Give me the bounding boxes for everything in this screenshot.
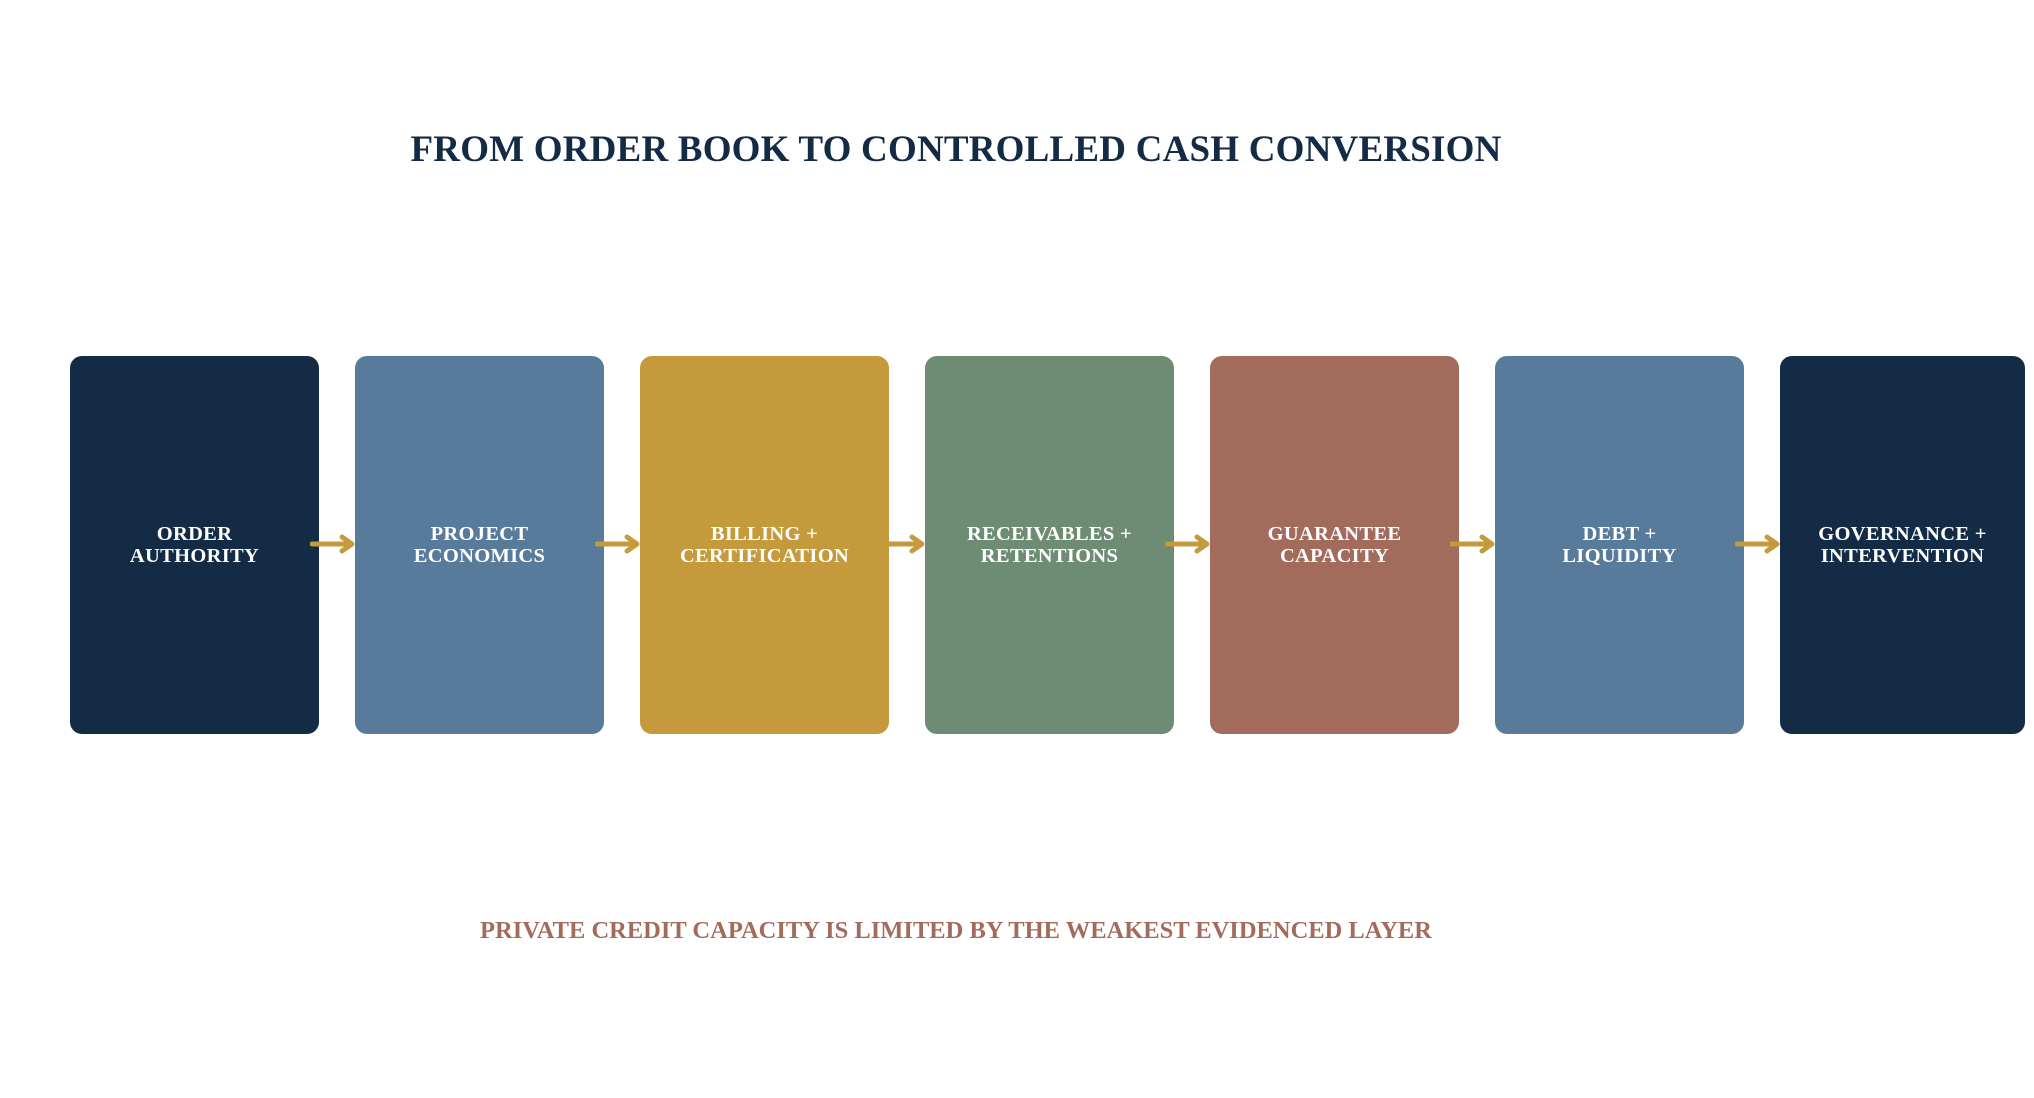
arrow-right-icon — [1735, 534, 1780, 554]
stage-card-receivables-retentions: RECEIVABLES + RETENTIONS — [925, 356, 1174, 734]
stage-card-order-authority: ORDER AUTHORITY — [70, 356, 319, 734]
stage-label: GOVERNANCE + INTERVENTION — [1818, 523, 1987, 567]
stage-label: GUARANTEE CAPACITY — [1267, 523, 1402, 567]
stage-label: BILLING + CERTIFICATION — [679, 523, 850, 567]
stage-card-billing-certification: BILLING + CERTIFICATION — [640, 356, 889, 734]
arrow-right-icon — [1165, 534, 1210, 554]
stage-label: RECEIVABLES + RETENTIONS — [966, 523, 1133, 567]
arrow-right-icon — [880, 534, 925, 554]
diagram-title: FROM ORDER BOOK TO CONTROLLED CASH CONVE… — [410, 129, 1502, 170]
stage-label: PROJECT ECONOMICS — [413, 523, 546, 567]
stage-card-debt-liquidity: DEBT + LIQUIDITY — [1495, 356, 1744, 734]
stage-label: ORDER AUTHORITY — [129, 523, 260, 567]
stage-card-governance-intervention: GOVERNANCE + INTERVENTION — [1780, 356, 2025, 734]
stage-card-guarantee-capacity: GUARANTEE CAPACITY — [1210, 356, 1459, 734]
arrow-right-icon — [1450, 534, 1495, 554]
stage-card-project-economics: PROJECT ECONOMICS — [355, 356, 604, 734]
footer-caption: PRIVATE CREDIT CAPACITY IS LIMITED BY TH… — [480, 917, 1432, 944]
arrow-right-icon — [310, 534, 355, 554]
stage-label: DEBT + LIQUIDITY — [1562, 523, 1677, 567]
arrow-right-icon — [595, 534, 640, 554]
